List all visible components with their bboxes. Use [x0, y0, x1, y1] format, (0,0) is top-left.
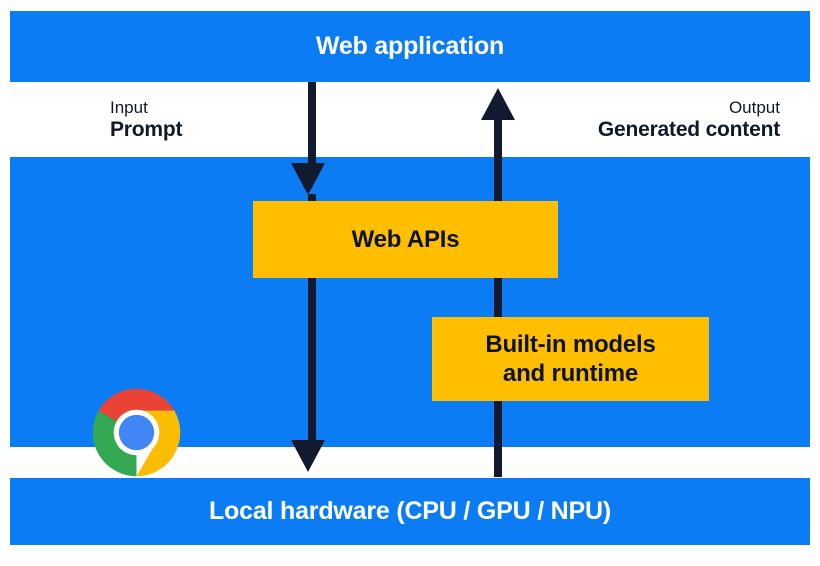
band-local-hardware: Local hardware (CPU / GPU / NPU)	[10, 478, 810, 545]
band-web-application-label: Web application	[315, 31, 505, 60]
arrow-input-shaft-lower	[308, 194, 316, 440]
box-builtin-models: Built-in models and runtime	[432, 317, 709, 401]
flow-input-value: Prompt	[110, 118, 183, 142]
arrow-input-head-upper	[291, 163, 325, 195]
arrow-input-shaft-upper	[308, 82, 316, 168]
chrome-logo-icon	[92, 388, 180, 477]
flow-label-input: Input Prompt	[110, 98, 183, 143]
flow-output-kicker: Output	[728, 98, 780, 117]
box-web-apis: Web APIs	[253, 201, 558, 278]
band-local-hardware-label: Local hardware (CPU / GPU / NPU)	[208, 496, 611, 525]
arrow-input-head-lower	[291, 440, 325, 472]
arrow-output-head	[481, 88, 515, 120]
flow-output-value: Generated content	[597, 118, 780, 142]
flow-input-kicker: Input	[110, 98, 148, 117]
box-web-apis-label: Web APIs	[351, 225, 460, 253]
arrow-output-shaft	[494, 119, 502, 477]
band-web-application: Web application	[10, 11, 810, 82]
flow-label-output: Output Generated content	[598, 98, 780, 143]
box-builtin-models-label: Built-in models and runtime	[485, 330, 656, 387]
